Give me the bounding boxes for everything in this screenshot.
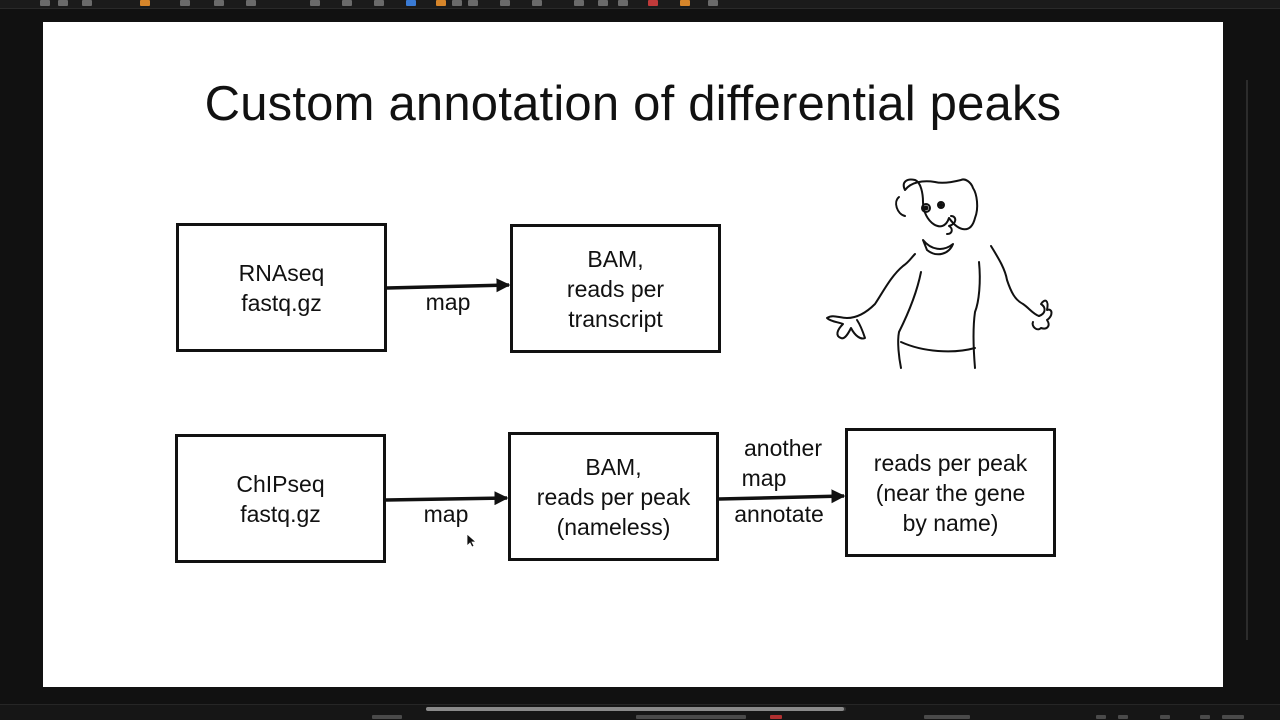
shrugging-person-icon <box>826 178 1053 369</box>
box-line: by name) <box>902 509 999 536</box>
shape-icon[interactable] <box>214 0 224 6</box>
row2-arrow2-label-mid: map <box>741 465 787 491</box>
view-normal-icon[interactable] <box>1096 715 1106 719</box>
slide-counter-icon <box>372 715 402 719</box>
comment-icon[interactable] <box>342 0 352 6</box>
slide-title: Custom annotation of differential peaks <box>204 77 1062 131</box>
undo-icon[interactable] <box>40 0 50 6</box>
record-status-icon <box>770 715 782 719</box>
settings-icon[interactable] <box>1222 715 1244 719</box>
chipseq-input-box: ChIPseq fastq.gz <box>175 434 386 563</box>
mouse-pointer-icon <box>467 534 477 548</box>
crop-icon[interactable] <box>574 0 584 6</box>
row1-arrow-label: map <box>425 289 471 315</box>
folder-icon[interactable] <box>180 0 190 6</box>
top-toolbar <box>0 0 1280 9</box>
box-line: ChIPseq <box>236 470 325 497</box>
box-line: fastq.gz <box>240 500 321 527</box>
row2-arrow1-label: map <box>423 501 469 527</box>
rnaseq-input-box: RNAseq fastq.gz <box>176 223 387 352</box>
frame-icon[interactable] <box>310 0 320 6</box>
annotated-output-box: reads per peak (near the gene by name) <box>845 428 1056 557</box>
edit-icon[interactable] <box>618 0 628 6</box>
box-line: reads per <box>566 275 665 302</box>
pen-icon[interactable] <box>680 0 690 6</box>
refresh-icon[interactable] <box>82 0 92 6</box>
view-outline-icon[interactable] <box>1118 715 1128 719</box>
horizontal-scrollbar[interactable] <box>426 707 846 711</box>
insert-icon[interactable] <box>406 0 416 6</box>
box-line: BAM, <box>587 245 644 272</box>
view-slide-icon[interactable] <box>1160 715 1170 719</box>
redo-icon[interactable] <box>58 0 68 6</box>
box-line: BAM, <box>585 453 642 480</box>
box-line: reads per peak <box>536 483 691 510</box>
brush-icon[interactable] <box>140 0 150 6</box>
select-icon[interactable] <box>598 0 608 6</box>
row2-arrow2-label-bottom: annotate <box>734 501 824 527</box>
box-line: transcript <box>568 305 663 332</box>
image-icon[interactable] <box>436 0 446 6</box>
align-icon[interactable] <box>500 0 510 6</box>
scrollbar-thumb[interactable] <box>426 707 844 711</box>
star-icon[interactable] <box>374 0 384 6</box>
box-line: reads per peak <box>873 449 1028 476</box>
circle-icon[interactable] <box>246 0 256 6</box>
grid-icon[interactable] <box>452 0 462 6</box>
side-scrollbar[interactable] <box>1246 80 1248 640</box>
row1-bam-box: BAM, reads per transcript <box>510 224 721 353</box>
distribute-icon[interactable] <box>532 0 542 6</box>
box-line: (nameless) <box>556 513 671 540</box>
fit-icon[interactable] <box>1200 715 1210 719</box>
zoom-icon[interactable] <box>924 715 970 719</box>
box-line: (near the gene <box>875 479 1026 506</box>
pointer-icon[interactable] <box>708 0 718 6</box>
row2-arrow2-label-top: another <box>743 435 822 461</box>
row2-bam-box: BAM, reads per peak (nameless) <box>508 432 719 561</box>
slide-canvas: Custom annotation of differential peaks … <box>43 22 1223 687</box>
record-icon[interactable] <box>648 0 658 6</box>
table-icon[interactable] <box>468 0 478 6</box>
box-line: RNAseq <box>238 259 325 286</box>
language-icon <box>636 715 746 719</box>
status-bar <box>0 704 1280 720</box>
box-line: fastq.gz <box>241 289 322 316</box>
